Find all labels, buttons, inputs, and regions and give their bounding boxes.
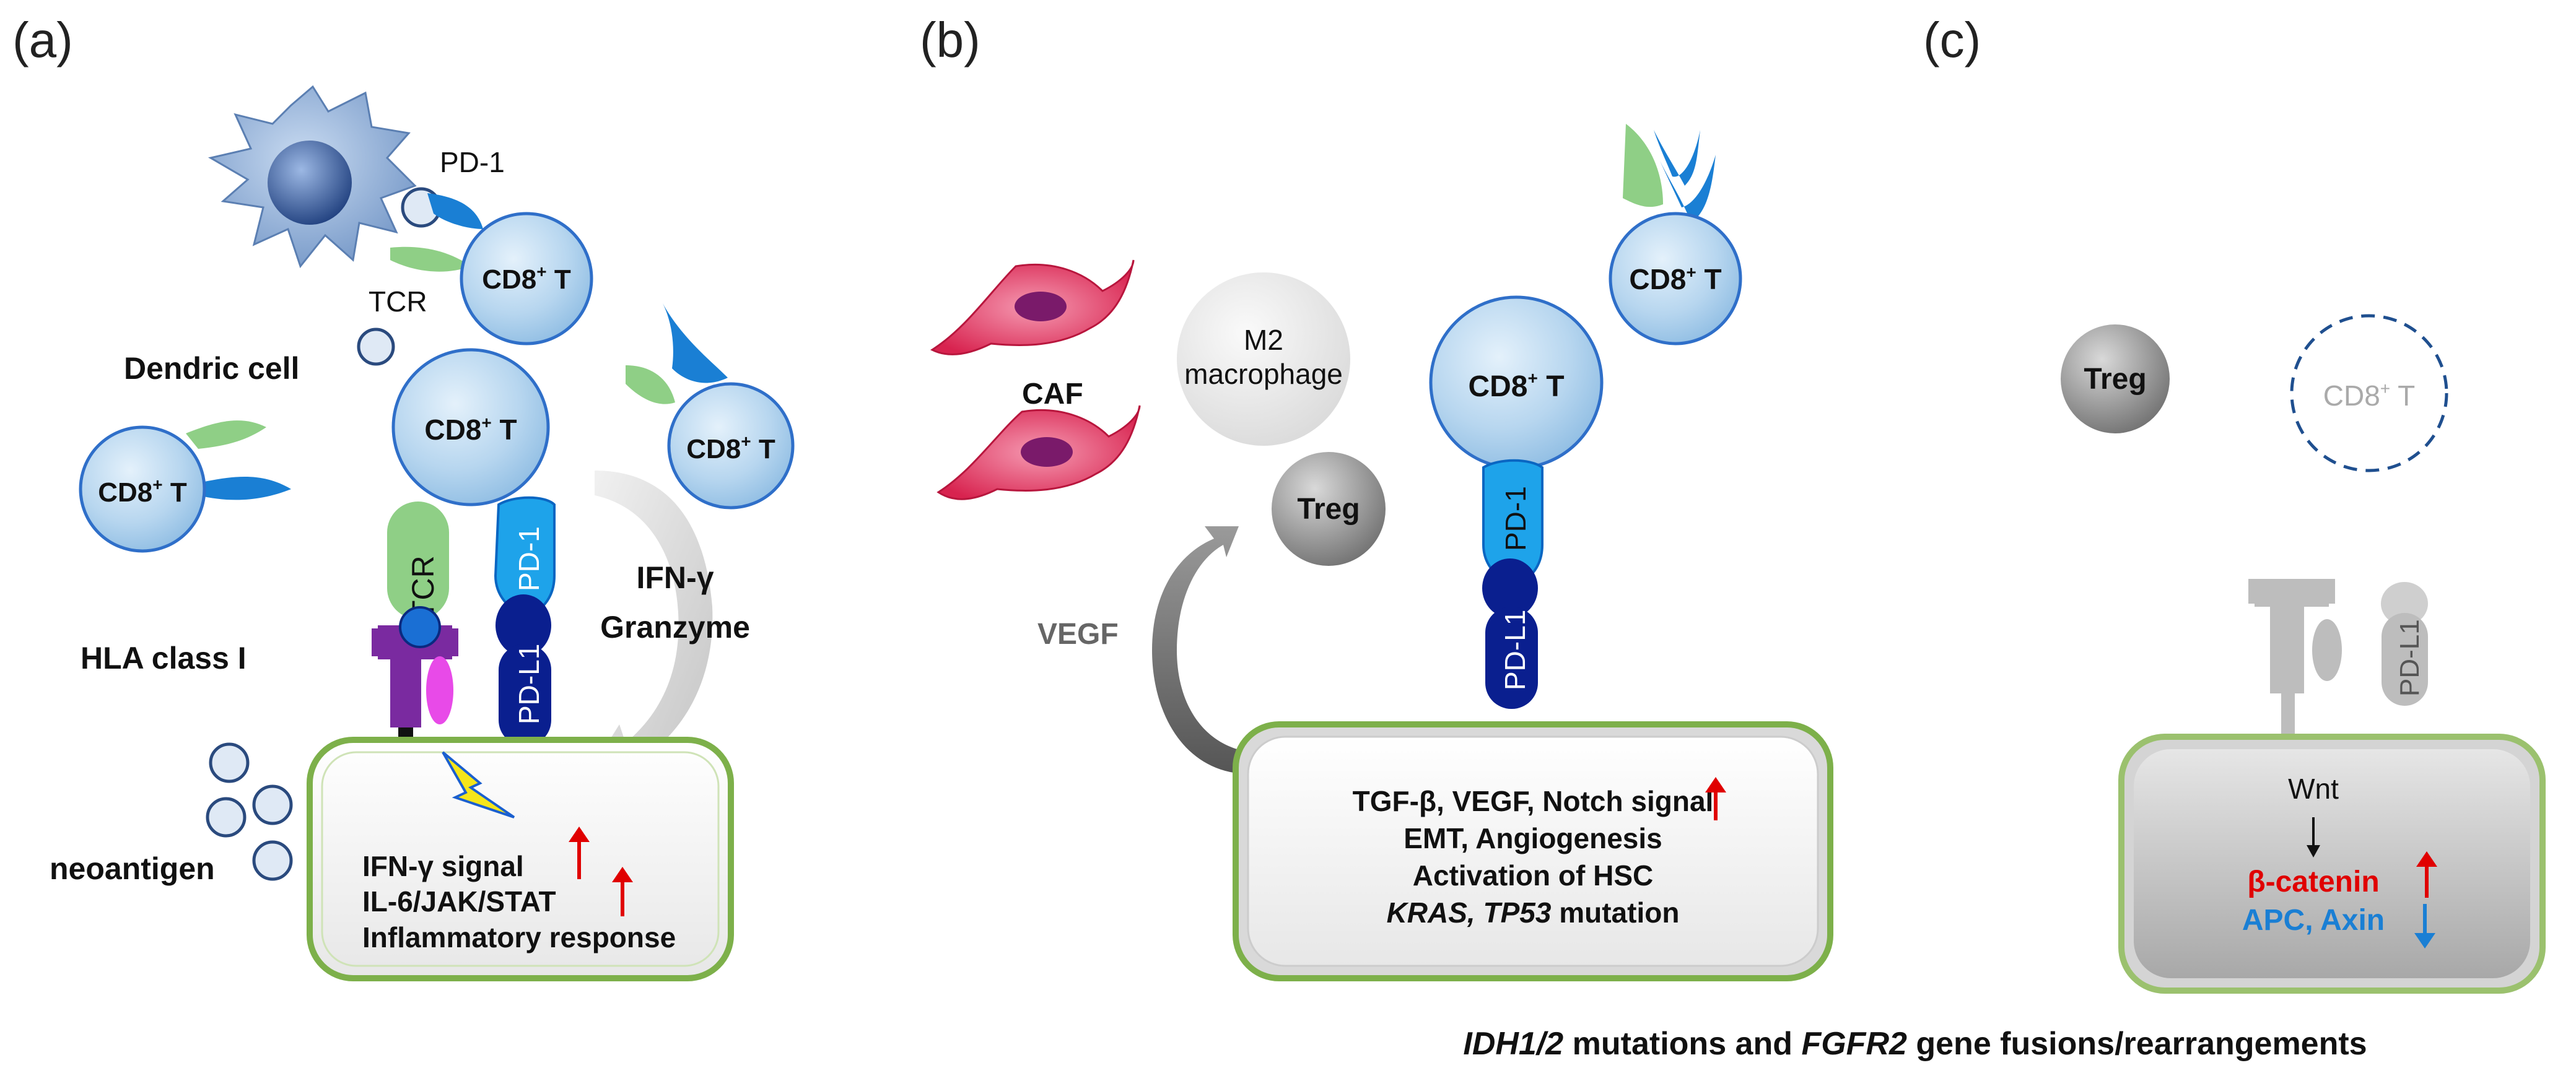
up-arrow-icon bbox=[612, 867, 633, 916]
treg-label: Treg bbox=[1297, 493, 1360, 526]
pd1-receptor-icon bbox=[427, 193, 483, 229]
tumor-b-line-2: EMT, Angiogenesis bbox=[1404, 822, 1662, 854]
panel-a: (a) Dendric cell PD-1 TCR CD8+ T CD8+ T bbox=[12, 12, 795, 981]
hla-class-i-label: HLA class I bbox=[81, 641, 247, 675]
pd1-receptor-icon bbox=[198, 477, 291, 500]
panel-a-label: (a) bbox=[12, 12, 73, 67]
tumor-cell-a: IFN-γ signal IL-6/JAK/STAT Inflammatory … bbox=[307, 737, 734, 981]
cd8-t-cell: CD8+ T bbox=[626, 303, 795, 510]
tumor-cell-b: TGF-β, VEGF, Notch signal EMT, Angiogene… bbox=[1233, 721, 1833, 981]
tumor-a-line-3: Inflammatory response bbox=[362, 921, 676, 953]
antigen-circle bbox=[357, 328, 395, 366]
pdl1-receptor-label: PD-L1 bbox=[513, 644, 545, 724]
up-arrow-icon bbox=[1705, 777, 1726, 820]
beta2m bbox=[426, 656, 453, 724]
cd8-t-label: CD8+ T bbox=[686, 432, 775, 464]
down-arrow-icon bbox=[2307, 817, 2320, 857]
lightning-icon bbox=[442, 751, 515, 818]
m2-macrophage: M2 macrophage bbox=[1177, 272, 1350, 446]
dendritic-nucleus bbox=[268, 141, 352, 225]
cd8-t-label: CD8+ T bbox=[424, 413, 517, 446]
cd8-t-cell: CD8+ T bbox=[1609, 124, 1742, 345]
panel-b-label: (b) bbox=[920, 12, 980, 67]
tcr-receptor-icon bbox=[390, 246, 471, 272]
panel-c-label: (c) bbox=[1923, 12, 1981, 67]
dendritic-cell-label: Dendric cell bbox=[124, 351, 299, 386]
tumor-a-line-2: IL-6/JAK/STAT bbox=[362, 885, 556, 918]
absent-cd8-label: CD8+ T bbox=[2323, 379, 2415, 412]
tumor-cell-c: Wnt β-catenin APC, Axin bbox=[2118, 734, 2546, 994]
dendritic-cell bbox=[207, 85, 417, 269]
pd1-receptor: PD-1 bbox=[494, 496, 556, 618]
cd8-t-label: CD8+ T bbox=[482, 262, 571, 295]
apc-axin-label: APC, Axin bbox=[2242, 904, 2385, 937]
cd8-t-cell: CD8+ T bbox=[79, 420, 291, 553]
tcr-receptor-icon bbox=[626, 365, 675, 404]
pdl1-ligand: PD-L1 bbox=[496, 594, 551, 746]
up-arrow-icon bbox=[2416, 851, 2437, 898]
neoantigen-label: neoantigen bbox=[50, 851, 215, 886]
pdl1-receptor-label: PD-L1 bbox=[1499, 610, 1531, 690]
m2-label-line2: macrophage bbox=[1184, 358, 1343, 390]
cd8-t-label: CD8+ T bbox=[98, 475, 187, 508]
pd1-label: PD-1 bbox=[440, 146, 505, 178]
ifn-arrow bbox=[588, 471, 713, 777]
wnt-label: Wnt bbox=[2288, 773, 2339, 805]
m2-label-line1: M2 bbox=[1244, 324, 1283, 356]
caf-label: CAF bbox=[1022, 378, 1083, 410]
up-arrow-icon bbox=[569, 827, 590, 879]
beta-catenin-label: β-catenin bbox=[2247, 866, 2379, 898]
pd1-receptor-icon bbox=[1654, 130, 1700, 186]
tcr-receptor-icon bbox=[186, 420, 266, 449]
granzyme-label: Granzyme bbox=[600, 610, 750, 645]
tumor-b-line-3: Activation of HSC bbox=[1413, 859, 1653, 892]
cd8-t-label: CD8+ T bbox=[1629, 263, 1721, 295]
peptide-antigen bbox=[399, 606, 441, 648]
footer-caption: IDH1/2 mutations and FGFR2 gene fusions/… bbox=[1463, 1026, 2367, 1062]
pd1-receptor-label: PD-1 bbox=[1500, 486, 1532, 551]
vegf-arrow bbox=[1152, 526, 1251, 774]
pdl1-ligand-grey: PD-L1 bbox=[2381, 582, 2428, 706]
tumor-b-line-1: TGF-β, VEGF, Notch signal bbox=[1353, 785, 1714, 817]
tumor-b-line-4: KRAS, TP53 mutation bbox=[1387, 896, 1680, 929]
treg-cell: Treg bbox=[1272, 452, 1386, 566]
pd1-receptor-icon bbox=[663, 303, 728, 383]
pd1-receptor-label: PD-1 bbox=[513, 526, 545, 591]
panel-b: (b) CAF M2 macrophage Treg VEGF bbox=[920, 12, 1833, 981]
cd8-t-cell: CD8+ T bbox=[391, 348, 550, 506]
hla-class-i-molecule-grey bbox=[2248, 579, 2342, 755]
tcr-receptor-icon bbox=[1623, 124, 1663, 207]
cd8-t-cell: CD8+ T bbox=[1429, 295, 1604, 470]
down-arrow-icon bbox=[2414, 904, 2435, 949]
neoantigen-circles bbox=[206, 742, 293, 881]
treg-cell: Treg bbox=[2061, 324, 2170, 433]
tcr-label: TCR bbox=[369, 285, 427, 318]
cd8-t-label: CD8+ T bbox=[1468, 368, 1564, 403]
caf-cell bbox=[937, 405, 1141, 500]
caf-cell bbox=[930, 259, 1135, 355]
pdl1-receptor-label: PD-L1 bbox=[2395, 619, 2425, 697]
absent-cd8-t-cell: CD8+ T bbox=[2290, 314, 2448, 472]
panel-c: (c) Treg CD8+ T PD-L1 bbox=[1923, 12, 2546, 994]
tcr-receptor: TCR bbox=[387, 501, 449, 619]
cd8-t-cell: CD8+ T bbox=[390, 193, 593, 345]
ifn-gamma-label: IFN-γ bbox=[637, 560, 714, 595]
tumor-a-line-1: IFN-γ signal bbox=[362, 850, 524, 882]
pdl1-ligand: PD-L1 bbox=[1482, 558, 1538, 709]
treg-label: Treg bbox=[2084, 363, 2146, 396]
vegf-label: VEGF bbox=[1037, 618, 1119, 651]
